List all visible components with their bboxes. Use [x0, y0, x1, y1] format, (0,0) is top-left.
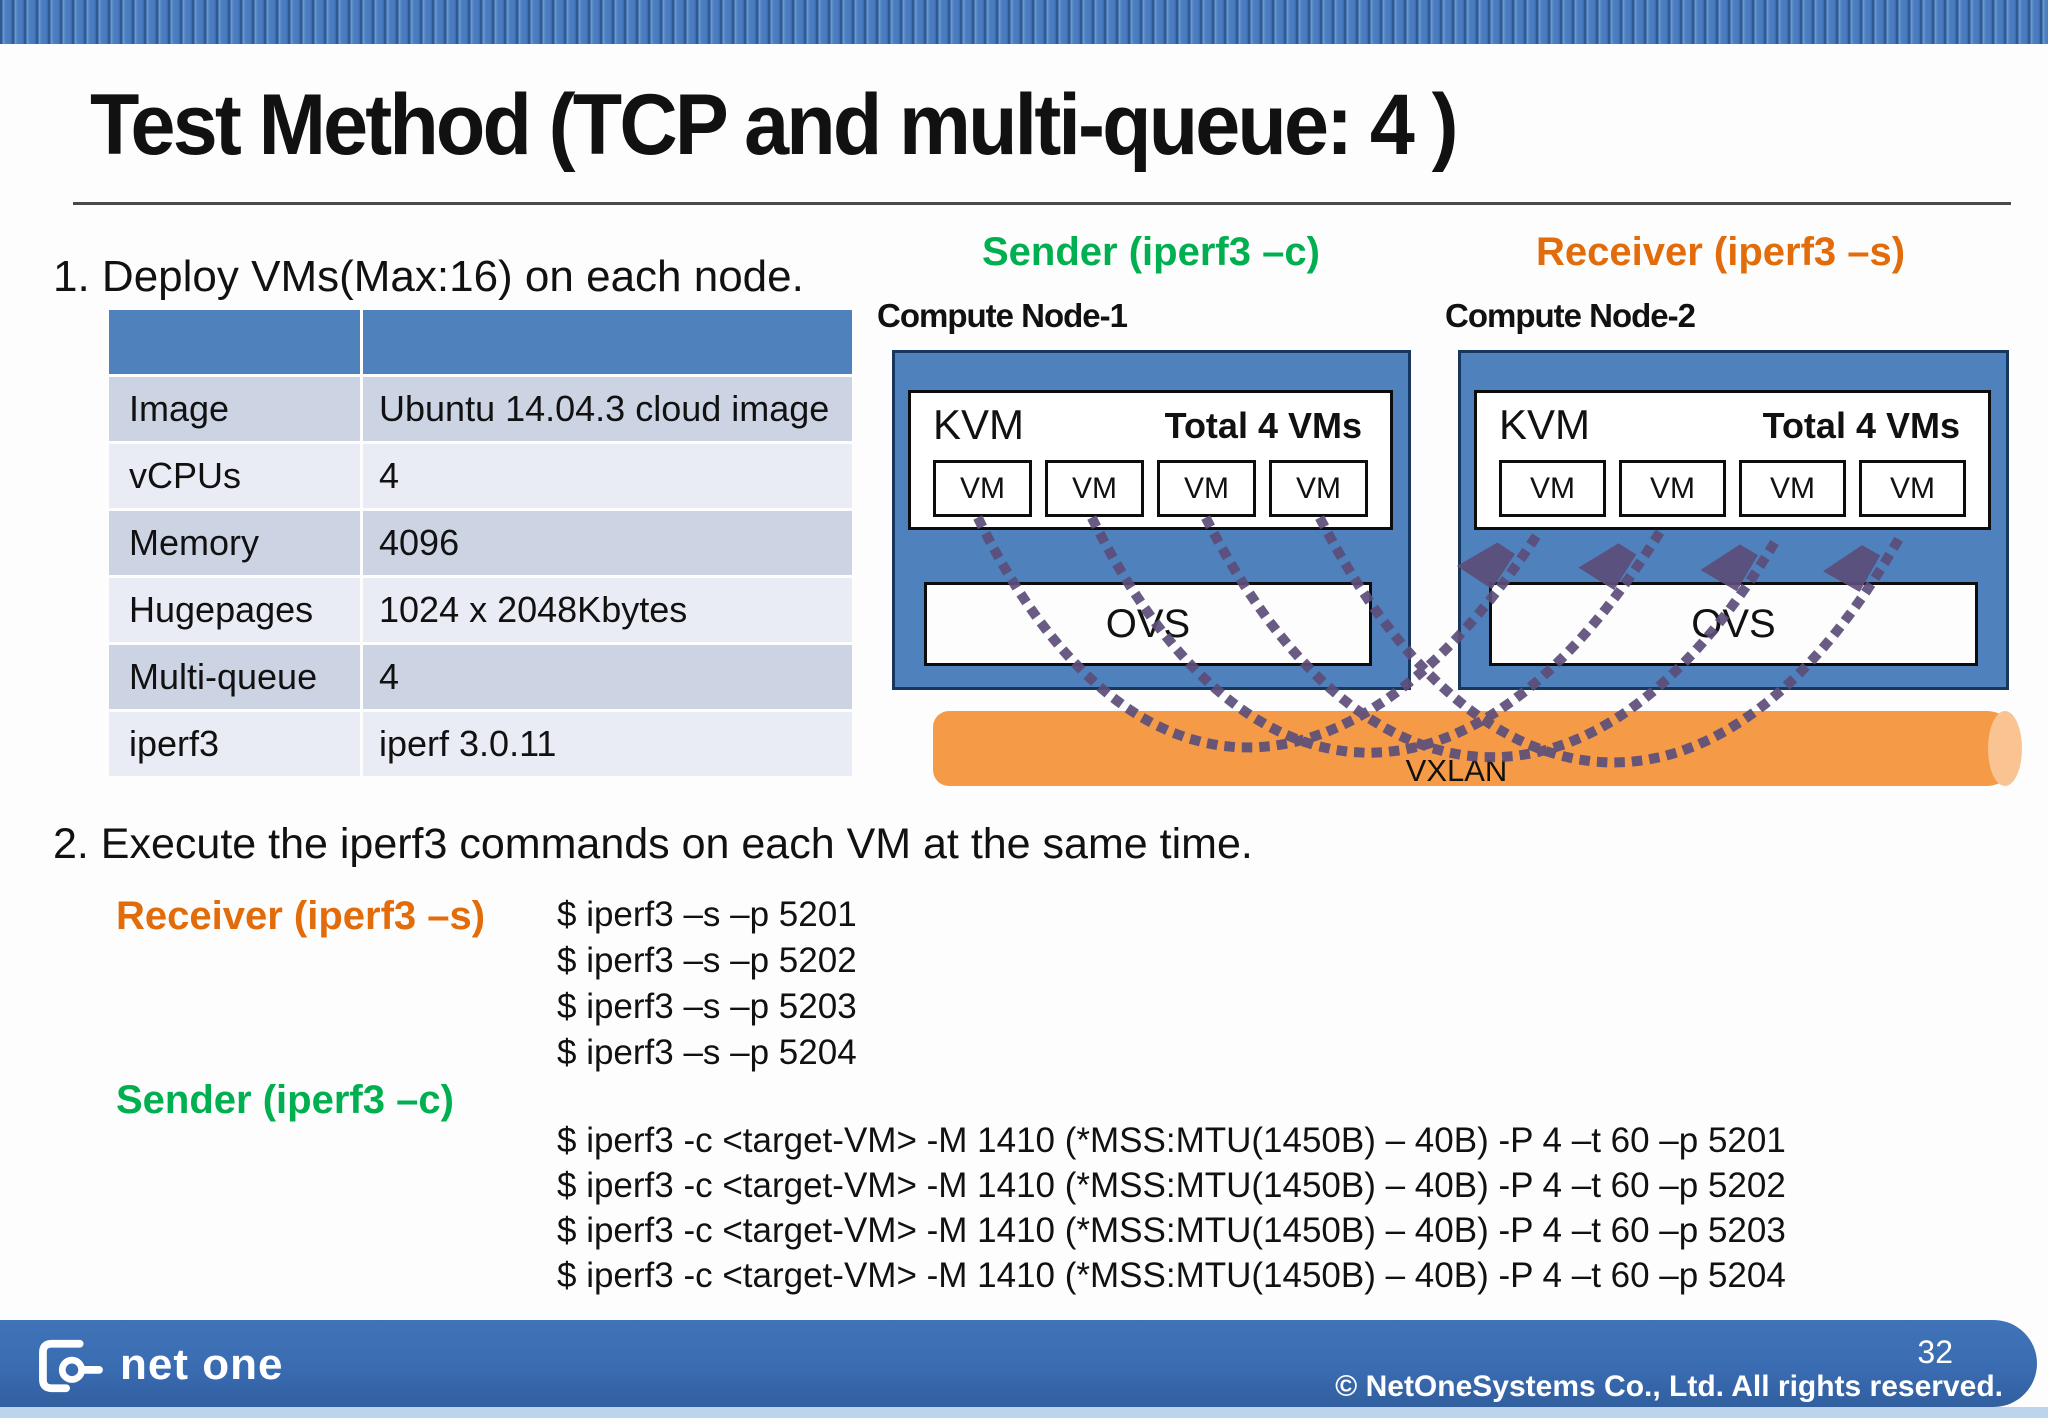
spec-header-row [109, 310, 852, 374]
total-vms-label: Total 4 VMs [1762, 405, 1960, 446]
kvm-header: KVM Total 4 VMs [911, 393, 1390, 449]
page-number: 32 [1917, 1334, 1953, 1370]
sender-command-line: $ iperf3 -c <target-VM> -M 1410 (*MSS:MT… [557, 1211, 1786, 1250]
kvm-header: KVM Total 4 VMs [1477, 393, 1988, 449]
sender-role-label: Sender (iperf3 –c) [982, 230, 1320, 274]
vm-spec-table: Image Ubuntu 14.04.3 cloud image vCPUs 4… [106, 307, 855, 779]
netone-logo-text: net one [120, 1340, 284, 1389]
compute-node-1-title: Compute Node-1 [877, 297, 1128, 334]
spec-row-value: Ubuntu 14.04.3 cloud image [363, 377, 852, 441]
spec-row-label: vCPUs [109, 444, 360, 508]
spec-row-label: Hugepages [109, 578, 360, 642]
spec-row-value: 4 [363, 645, 852, 709]
ovs-box: OVS [924, 582, 1372, 666]
copyright-text: © NetOneSystems Co., Ltd. All rights res… [1335, 1370, 2003, 1403]
table-row: iperf3 iperf 3.0.11 [109, 712, 852, 776]
step2-heading: 2. Execute the iperf3 commands on each V… [53, 820, 1253, 868]
vm-box: VM [1619, 460, 1726, 517]
receiver-role-label: Receiver (iperf3 –s) [1536, 230, 1906, 274]
table-row: Image Ubuntu 14.04.3 cloud image [109, 377, 852, 441]
receiver-commands-label: Receiver (iperf3 –s) [116, 894, 486, 938]
table-row: vCPUs 4 [109, 444, 852, 508]
vm-box: VM [1499, 460, 1606, 517]
spec-header-cell [363, 310, 852, 374]
vm-row: VM VM VM VM [933, 460, 1368, 517]
compute-node-2: KVM Total 4 VMs VM VM VM VM OVS [1458, 350, 2009, 690]
vm-box: VM [1739, 460, 1846, 517]
vm-box: VM [1859, 460, 1966, 517]
ovs-box: OVS [1489, 582, 1978, 666]
footer-bottom-strip [0, 1407, 2048, 1418]
vm-box: VM [1045, 460, 1144, 517]
top-border-stripes [0, 0, 2048, 44]
footer-bar: net one 32 © NetOneSystems Co., Ltd. All… [0, 1320, 2037, 1407]
receiver-command-line: $ iperf3 –s –p 5203 [557, 987, 857, 1026]
vm-box: VM [933, 460, 1032, 517]
title-divider [73, 202, 2011, 205]
sender-command-block: $ iperf3 -c <target-VM> -M 1410 (*MSS:MT… [557, 1118, 1786, 1298]
sender-command-line: $ iperf3 -c <target-VM> -M 1410 (*MSS:MT… [557, 1166, 1786, 1205]
spec-row-value: 4 [363, 444, 852, 508]
spec-row-label: Multi-queue [109, 645, 360, 709]
spec-row-label: Memory [109, 511, 360, 575]
vm-box: VM [1157, 460, 1256, 517]
receiver-command-line: $ iperf3 –s –p 5201 [557, 895, 857, 934]
sender-command-line: $ iperf3 -c <target-VM> -M 1410 (*MSS:MT… [557, 1256, 1786, 1295]
spec-header-cell [109, 310, 360, 374]
total-vms-label: Total 4 VMs [1164, 405, 1362, 446]
spec-row-label: Image [109, 377, 360, 441]
spec-row-label: iperf3 [109, 712, 360, 776]
step1-heading: 1. Deploy VMs(Max:16) on each node. [53, 252, 804, 301]
spec-row-value: iperf 3.0.11 [363, 712, 852, 776]
table-row: Multi-queue 4 [109, 645, 852, 709]
table-row: Memory 4096 [109, 511, 852, 575]
spec-row-value: 4096 [363, 511, 852, 575]
page-title: Test Method (TCP and multi-queue: 4 ) [90, 77, 1459, 173]
receiver-command-block: $ iperf3 –s –p 5201 $ iperf3 –s –p 5202 … [557, 892, 857, 1076]
vxlan-label: VXLAN [1405, 753, 1508, 788]
kvm-label: KVM [1499, 401, 1591, 448]
sender-command-line: $ iperf3 -c <target-VM> -M 1410 (*MSS:MT… [557, 1121, 1786, 1160]
vm-box: VM [1269, 460, 1368, 517]
table-row: Hugepages 1024 x 2048Kbytes [109, 578, 852, 642]
kvm-box: KVM Total 4 VMs VM VM VM VM [1474, 390, 1991, 530]
kvm-label: KVM [933, 401, 1025, 448]
netone-logo-icon [39, 1339, 103, 1393]
spec-row-value: 1024 x 2048Kbytes [363, 578, 852, 642]
vxlan-bar: VXLAN [933, 711, 2022, 788]
vm-row: VM VM VM VM [1499, 460, 1966, 517]
compute-node-1: KVM Total 4 VMs VM VM VM VM OVS [892, 350, 1411, 690]
compute-node-2-title: Compute Node-2 [1445, 297, 1696, 334]
sender-commands-label: Sender (iperf3 –c) [116, 1078, 454, 1122]
kvm-box: KVM Total 4 VMs VM VM VM VM [908, 390, 1393, 530]
netone-logo: net one [34, 1336, 283, 1394]
receiver-command-line: $ iperf3 –s –p 5204 [557, 1033, 857, 1072]
receiver-command-line: $ iperf3 –s –p 5202 [557, 941, 857, 980]
